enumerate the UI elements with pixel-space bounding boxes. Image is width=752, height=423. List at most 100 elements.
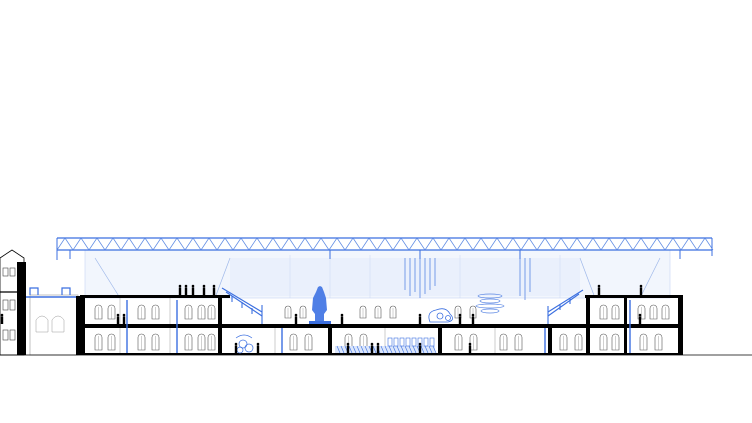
truss-diagonal [640,237,650,251]
figure-head [122,313,126,317]
figure-body [184,287,188,295]
middle-slab [80,324,683,328]
existing-building-left [0,249,26,356]
figure-head [597,284,601,288]
figure-body [256,345,260,353]
floor-hatch-line [352,345,357,354]
truss-diagonal [352,237,362,251]
truss-diagonal [200,237,210,251]
truss-diagonal [656,237,666,251]
figure-head [471,313,475,317]
truss-diagonal [56,237,66,251]
figure-head [458,313,462,317]
truss-diagonal [608,237,618,251]
truss-diagonal [568,237,578,251]
figure-body [468,345,472,353]
truss-diagonal [416,237,426,251]
display-case [393,337,399,347]
truss-diagonal [560,237,570,251]
truss-diagonal [216,237,226,251]
figure-body [346,345,350,353]
truss-diagonal [704,237,714,251]
display-case [429,337,435,347]
ground-slab [80,353,683,355]
figure-body [597,287,601,295]
truss-diagonal [136,237,146,251]
floor-hatch-line [356,345,361,354]
figure-head [184,284,188,288]
floor-hatch-line [400,345,405,354]
statue [309,286,331,324]
truss-diagonal [544,237,554,251]
display-case [411,337,417,347]
figure-head [346,342,350,346]
figure-body [116,316,120,324]
figure-head [202,284,206,288]
truss-diagonal [520,237,530,251]
truss-diagonal [280,237,290,251]
truss-diagonal [624,237,634,251]
figure-body [639,287,643,295]
truss-diagonal [664,237,674,251]
upper-slab-right [585,295,683,298]
truss-diagonal [616,237,626,251]
truss-diagonal [304,237,314,251]
truss-diagonal [96,237,106,251]
connector-block [26,287,82,356]
truss-diagonal [392,237,402,251]
floor-hatch-line [420,345,425,354]
floor-hatch-line [360,345,365,354]
truss-diagonal [328,237,338,251]
truss-diagonal [344,237,354,251]
figure-body [0,316,4,324]
truss-diagonal [184,237,194,251]
truss-diagonal [600,237,610,251]
truss-diagonal [64,237,74,251]
sculpture-right [428,308,453,323]
figure-head [191,284,195,288]
figure-head [116,313,120,317]
figure-head [294,313,298,317]
display-case [399,337,405,347]
truss-diagonal [72,237,82,251]
truss-diagonal [312,237,322,251]
truss-diagonal [552,237,562,251]
truss-diagonal [296,237,306,251]
truss-diagonal [496,237,506,251]
figure-body [178,287,182,295]
truss-diagonal [120,237,130,251]
floor-hatch-line [432,345,437,354]
truss-diagonal [432,237,442,251]
artwork-cluster [235,334,254,354]
truss-diagonal [80,237,90,251]
truss-diagonal [336,237,346,251]
truss-diagonal [192,237,202,251]
figure-body [418,316,422,324]
floor-hatch-line [372,345,377,354]
figure-head [370,342,374,346]
section-body [80,295,683,355]
truss-diagonal [256,237,266,251]
truss-diagonal [512,237,522,251]
truss-diagonal [672,237,682,251]
floor-hatch-line [408,345,413,354]
truss-diagonal [440,237,450,251]
figure-head [418,313,422,317]
staircase-right [547,289,584,324]
truss-diagonal [360,237,370,251]
truss-diagonal [272,237,282,251]
figure-body [458,316,462,324]
truss-diagonal [88,237,98,251]
figure-body [202,287,206,295]
figure-head [468,342,472,346]
figure-head [639,284,643,288]
floor-hatch-line [348,345,353,354]
gallery-floor-pattern [235,334,437,354]
figure-body [418,345,422,353]
figure-body [212,287,216,295]
floor-hatch-line [336,345,341,354]
floor-hatch-line [388,345,393,354]
truss-diagonal [224,237,234,251]
floor-hatch-line [384,345,389,354]
truss-diagonal [688,237,698,251]
